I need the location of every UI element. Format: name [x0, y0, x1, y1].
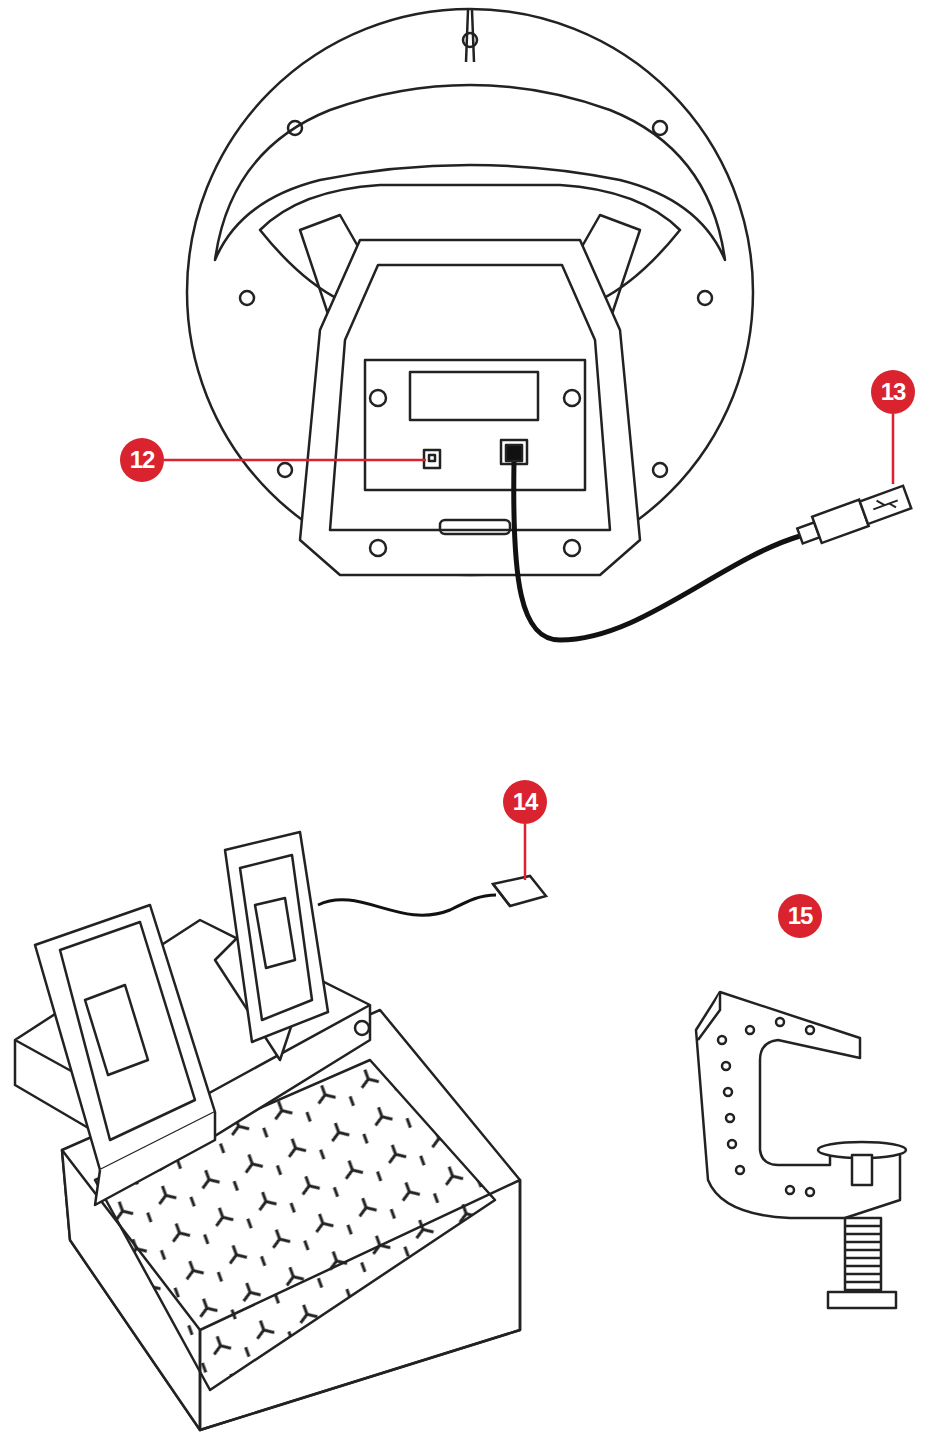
callout-number: 13	[871, 370, 915, 414]
callout-number: 15	[778, 894, 822, 938]
pedal-connector	[493, 876, 546, 906]
leader-line	[164, 414, 893, 880]
pedal-cable	[318, 895, 496, 915]
usb-plug	[795, 484, 912, 549]
pedal-set-drawing	[15, 832, 520, 1430]
callout-number: 14	[503, 780, 547, 824]
usb-cable	[514, 462, 800, 640]
callout-number: 12	[120, 438, 164, 482]
wheel-drawing	[187, 9, 753, 575]
table-clamp-drawing	[696, 992, 906, 1308]
